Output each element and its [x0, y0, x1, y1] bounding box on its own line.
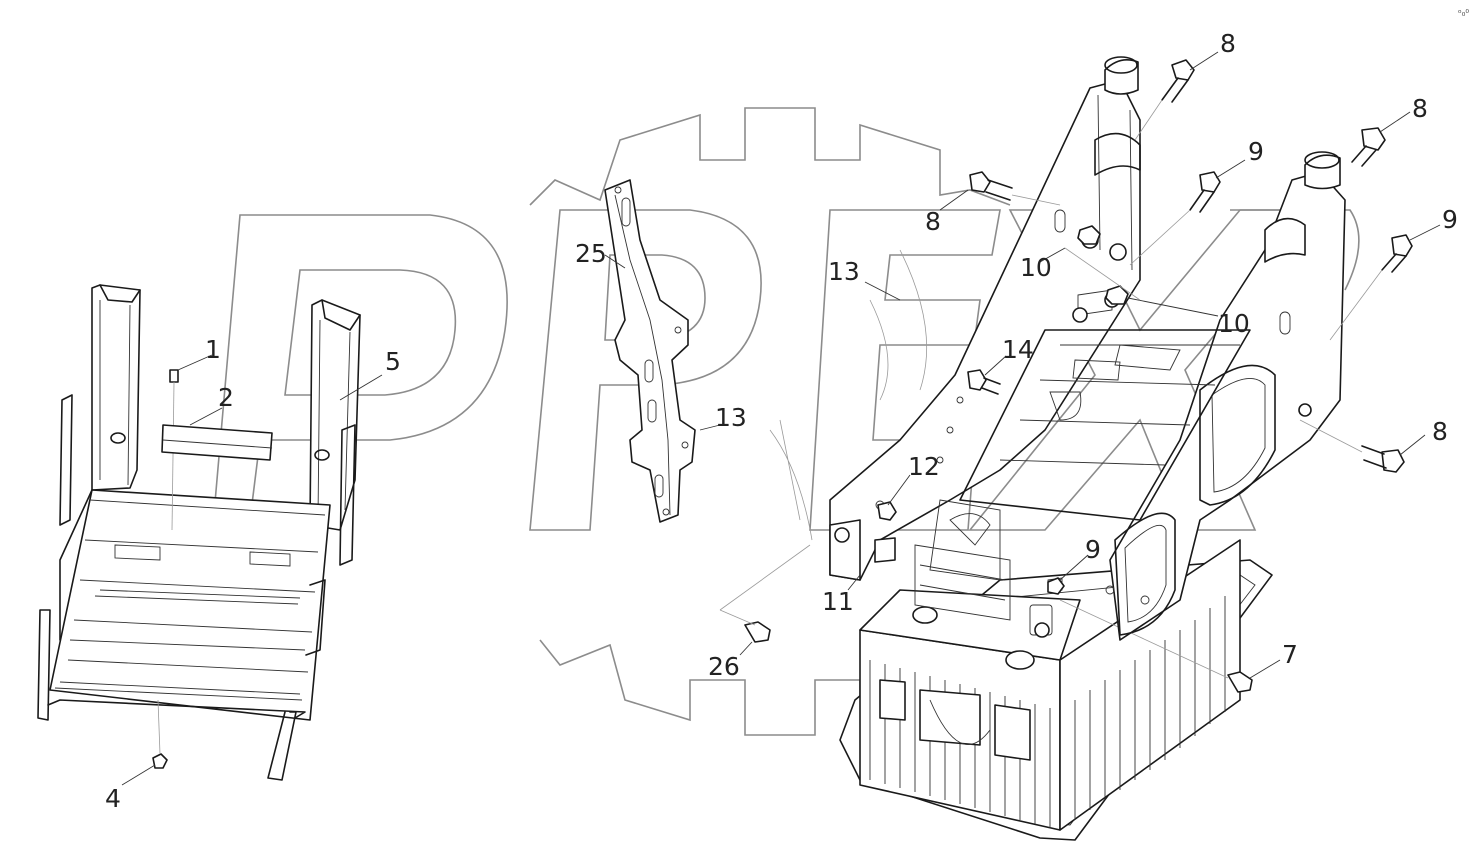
callout-26: 26 — [708, 652, 740, 681]
bracket-25 — [604, 179, 696, 523]
callout-13-top: 13 — [828, 257, 860, 286]
callout-11: 11 — [822, 587, 854, 616]
callout-7: 9 — [1085, 535, 1101, 564]
battery-and-tray — [839, 539, 1273, 841]
callout-9-top: 9 — [1248, 137, 1264, 166]
bolt-26 — [719, 249, 928, 643]
callout-10-mid: 10 — [1218, 309, 1250, 338]
callout-4: 4 — [105, 784, 121, 813]
callout-10-top: 10 — [1020, 253, 1052, 282]
callout-14: 14 — [1002, 335, 1034, 364]
battery-frame — [829, 56, 1346, 641]
callout-8-left: 8 — [925, 207, 941, 236]
leader-lines — [121, 51, 1441, 786]
callout-6: 7 — [1282, 640, 1298, 669]
callout-labels: 1 2 4 5 25 13 13 11 26 12 14 10 10 8 8 8… — [105, 29, 1458, 813]
callout-9-right: 9 — [1442, 205, 1458, 234]
callout-25: 25 — [575, 239, 607, 268]
callout-13-mid: 13 — [715, 403, 747, 432]
callout-8-right: 8 — [1432, 417, 1448, 446]
callout-8-top: 8 — [1220, 29, 1236, 58]
callout-12: 12 — [908, 452, 940, 481]
callout-2: 2 — [218, 383, 234, 412]
corner-mark: ᵒ₀⁰ — [1458, 9, 1469, 19]
left-step-assembly — [37, 284, 361, 781]
callout-5: 5 — [385, 347, 401, 376]
callout-8-right-top: 8 — [1412, 94, 1428, 123]
callout-1: 1 — [205, 335, 221, 364]
